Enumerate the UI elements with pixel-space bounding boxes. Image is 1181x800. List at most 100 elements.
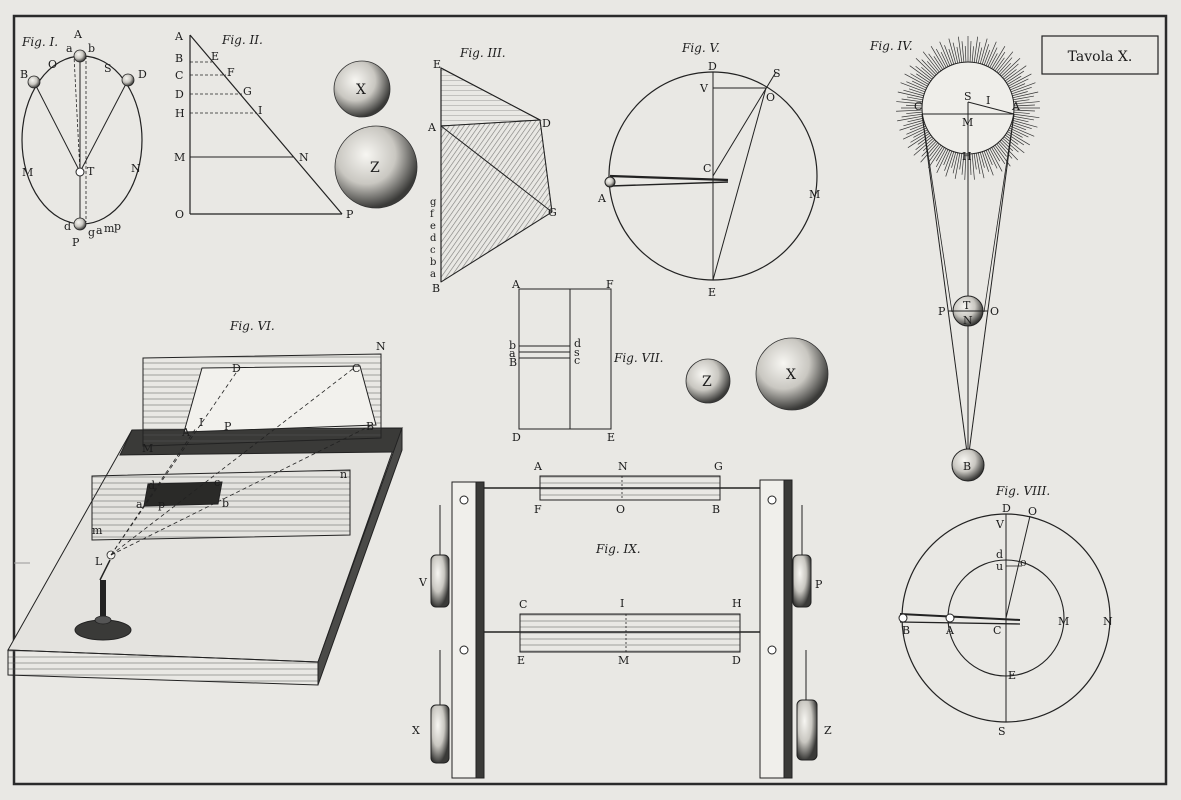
- fig-3-side-letters: g f e d c b a: [430, 197, 437, 280]
- fig-9-label-H: H: [732, 597, 742, 610]
- sun-ray: [1013, 104, 1035, 107]
- sun-ray: [943, 150, 951, 166]
- fig-6-label-L: L: [95, 555, 103, 568]
- fig-1-label-B: B: [20, 68, 28, 81]
- sun-ray: [993, 51, 1006, 70]
- sun-ray: [1013, 95, 1034, 101]
- fig-8-label-S: S: [998, 725, 1006, 738]
- sun-ray: [1006, 133, 1025, 146]
- sun-ray: [906, 81, 926, 91]
- sun-ray: [1008, 129, 1023, 138]
- sun-ray: [961, 153, 965, 175]
- fig-4-label-M: M: [962, 116, 973, 129]
- fig-8-label-B: B: [902, 624, 910, 637]
- fig-4-label-C: C: [914, 100, 922, 113]
- fig-4-label-B: B: [963, 460, 971, 473]
- fig-1: Fig. I. A a b B O S D M T N d P g a m p: [20, 28, 147, 249]
- fig-8-label-E: E: [1008, 669, 1016, 682]
- fig-7-label-b: b: [509, 339, 516, 352]
- fig-3-side-a: a: [430, 269, 436, 280]
- fig-4: Fig. IV. S C I A M H T P N O B: [869, 36, 1040, 482]
- fig-9-label-B: B: [712, 503, 720, 516]
- sun-ray: [952, 152, 959, 174]
- sun-ray: [1010, 123, 1027, 131]
- sun-ray: [969, 41, 972, 63]
- fig-5-label-V: V: [699, 82, 709, 95]
- sun-ray: [945, 151, 955, 177]
- fig-6-label-d: d: [148, 479, 155, 492]
- fig-3-label-G: G: [548, 206, 557, 219]
- fig-2-label-E: E: [211, 50, 219, 63]
- fig-6-label-B: B: [366, 420, 374, 433]
- fig-7-label-F: F: [606, 278, 614, 291]
- fig-8-label-M: M: [1058, 615, 1069, 628]
- sun-ray: [998, 142, 1013, 159]
- fig-9-label-G: G: [714, 460, 723, 473]
- sun-ray: [1001, 139, 1014, 152]
- sun-ray: [1013, 109, 1035, 112]
- fig-8-label-O: O: [1028, 505, 1037, 518]
- fig-1-label-D: D: [138, 68, 147, 81]
- fig-6-label-p: p: [158, 498, 165, 511]
- sun-ray: [985, 41, 997, 66]
- fig-8-label-N: N: [1103, 615, 1113, 628]
- fig-8-label-d: d: [996, 548, 1003, 561]
- sun-ray: [901, 113, 923, 118]
- sun-ray: [1013, 111, 1030, 114]
- sun-ray: [920, 142, 938, 163]
- fig-3-side-f: f: [430, 209, 435, 220]
- sun-ray: [906, 104, 923, 107]
- fig-1-label-M: M: [22, 166, 33, 179]
- sun-ray: [940, 51, 949, 67]
- sun-ray: [921, 66, 934, 78]
- sun-ray: [1012, 119, 1038, 128]
- fig-8-label-V: V: [995, 518, 1005, 531]
- fig-6-label-D: D: [232, 362, 241, 375]
- fig-7-label-c: c: [574, 354, 580, 367]
- fig-7-label-E: E: [607, 431, 615, 444]
- fig-9-label-E: E: [517, 654, 525, 667]
- sun-ray: [903, 119, 924, 127]
- sun-ray: [896, 109, 923, 112]
- sun-ray: [897, 115, 923, 122]
- sun-ray: [897, 91, 924, 99]
- sun-ray: [928, 145, 942, 163]
- fig-3-side-d: d: [430, 233, 437, 244]
- sun-ray: [928, 53, 942, 71]
- sun-ray: [1012, 117, 1029, 123]
- sun-ray: [944, 45, 953, 66]
- sun-ray: [981, 151, 990, 172]
- fig-9-label-F: F: [534, 503, 542, 516]
- fig-1-label-q: g: [88, 226, 95, 239]
- sun-ray: [979, 152, 985, 168]
- sun-ray: [944, 150, 953, 171]
- sun-ray: [906, 111, 923, 114]
- fig-2-label-M: M: [174, 151, 185, 164]
- sun-ray: [1010, 82, 1036, 93]
- fig-8-label-D: D: [1002, 502, 1011, 515]
- fig-3-side-b: b: [430, 257, 436, 268]
- fig-5-label-M: M: [809, 188, 820, 201]
- fig-1-label-N: N: [131, 162, 141, 175]
- sun-ray: [926, 61, 938, 74]
- fig-6-caption: Fig. VI.: [229, 319, 275, 333]
- sun-ray: [948, 38, 957, 64]
- sun-ray: [913, 129, 928, 138]
- sun-ray: [1006, 70, 1025, 83]
- fig-4-label-I: I: [986, 94, 990, 107]
- sun-ray: [1012, 91, 1028, 97]
- fig-7-label-A: A: [511, 278, 521, 291]
- sun-ray: [915, 136, 933, 151]
- sun-ray: [989, 148, 1003, 172]
- sun-ray: [921, 59, 937, 75]
- sun-ray: [903, 89, 924, 97]
- fig-6-label-P: P: [224, 420, 232, 433]
- sun-ray: [929, 143, 940, 157]
- fig-1-label-b: b: [88, 42, 95, 55]
- fig-6-label-A: A: [181, 426, 191, 439]
- fig-8: Fig. VIII. D O V d u o B A C M N E S: [898, 484, 1113, 738]
- sun-ray: [915, 65, 933, 80]
- fig-3-side-c: c: [430, 245, 436, 256]
- sun-ray: [1010, 125, 1035, 137]
- fig-3-label-A: A: [427, 121, 437, 134]
